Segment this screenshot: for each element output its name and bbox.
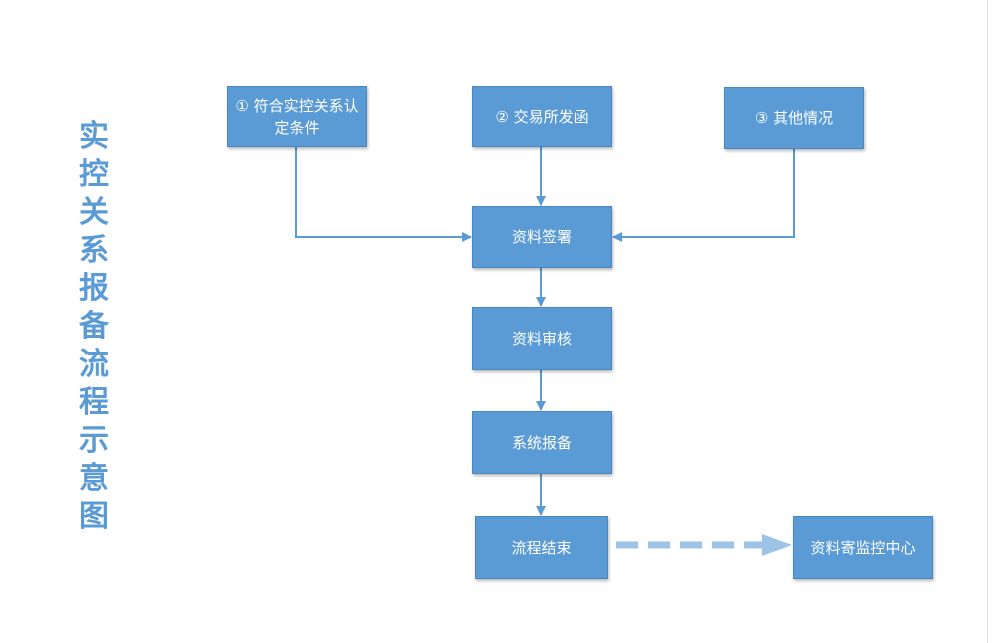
node-condition-1-label: ① 符合实控关系认定条件 — [235, 96, 359, 137]
node-sign-label: 资料签署 — [511, 228, 572, 246]
node-condition-3: ③ 其他情况 — [724, 87, 864, 149]
node-condition-3-label: ③ 其他情况 — [754, 109, 834, 127]
node-review-label: 资料审核 — [511, 329, 572, 348]
page-edge-line — [987, 0, 988, 643]
arrow-cond3-to-sign — [612, 149, 795, 242]
node-condition-2-label: ② 交易所发函 — [495, 107, 589, 126]
node-archive-label: 资料寄监控中心 — [810, 538, 916, 557]
node-report: 系统报备 — [472, 411, 612, 474]
node-review: 资料审核 — [472, 307, 612, 370]
node-sign: 资料签署 — [472, 206, 612, 268]
node-report-label: 系统报备 — [511, 433, 572, 452]
diagram-title: 实控关系报备流程示意图 — [79, 119, 109, 534]
node-condition-1: ① 符合实控关系认定条件 — [227, 86, 367, 147]
arrow-cond1-to-sign — [295, 147, 472, 242]
node-end-label: 流程结束 — [511, 538, 572, 557]
node-end: 流程结束 — [475, 516, 608, 579]
dashed-arrowhead — [762, 534, 792, 556]
node-condition-2: ② 交易所发函 — [472, 86, 612, 147]
node-archive: 资料寄监控中心 — [793, 516, 933, 579]
